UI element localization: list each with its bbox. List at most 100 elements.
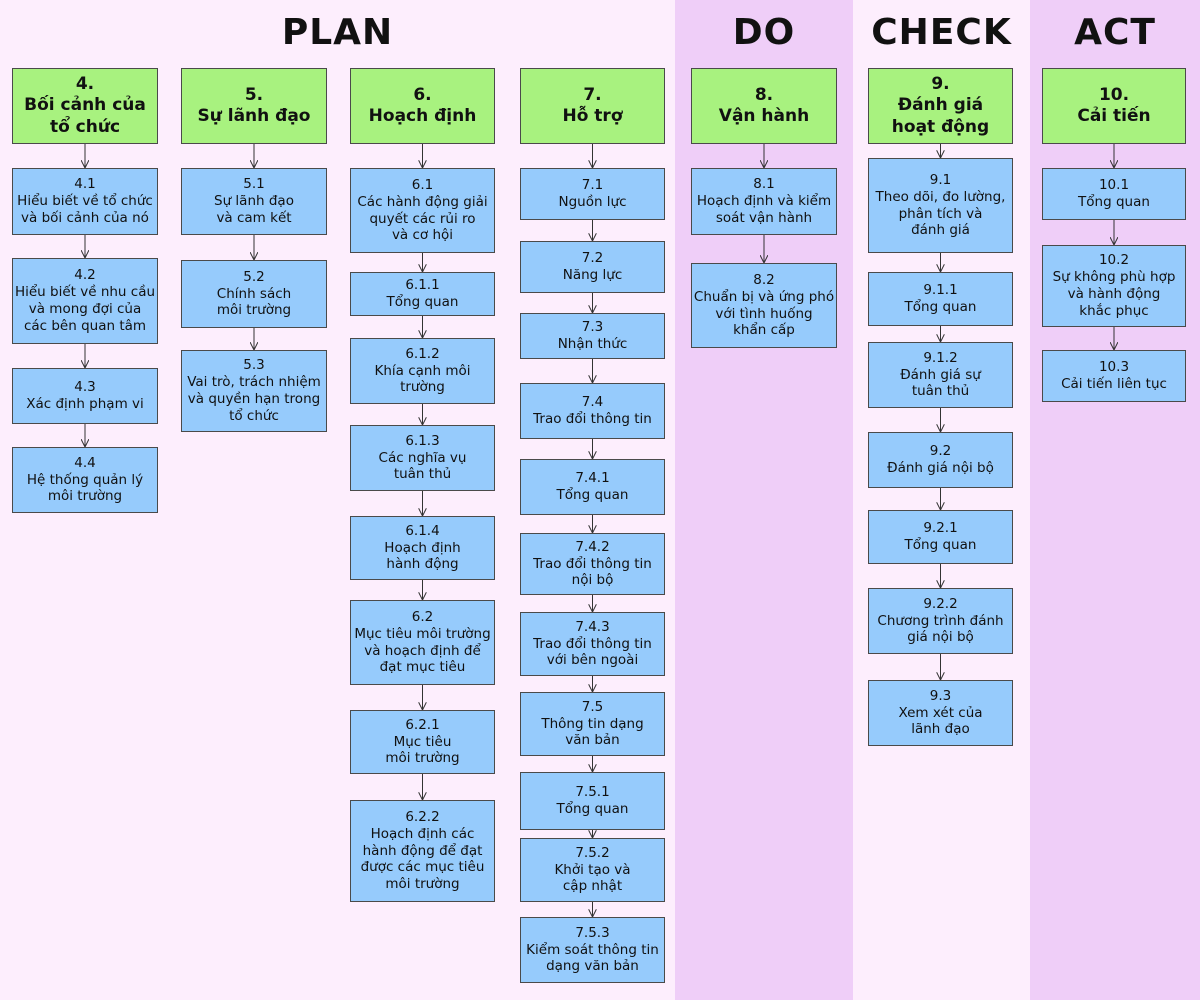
subclause-text: Đánh giá nội bộ <box>887 460 994 476</box>
subclause-text: Tổng quan <box>556 801 629 817</box>
subclause-number: 7.4.3 <box>575 618 610 635</box>
clause-title: Sự lãnh đạo <box>197 106 311 126</box>
subclause-number: 8.1 <box>753 176 775 193</box>
subclause-number: 6.1.1 <box>405 277 440 294</box>
clause-title: Hỗ trợ <box>562 106 623 126</box>
subclause-number: 7.5.2 <box>575 844 610 861</box>
subclause-number: 7.3 <box>581 319 604 336</box>
clause-number: 6. <box>413 84 432 105</box>
clause-number: 4. <box>75 74 95 95</box>
subclause-number: 9.2 <box>929 443 952 460</box>
subclause-text: Theo dõi, đo lường, phân tích và đánh gi… <box>875 188 1006 239</box>
clause-title: Bối cảnh của tổ chức <box>24 95 146 137</box>
subclause-text: Các hành động giải quyết các rủi ro và c… <box>357 193 488 244</box>
subclause-number: 7.4.1 <box>575 470 610 487</box>
subclause-text: Vai trò, trách nhiệm và quyền hạn trong … <box>187 374 321 424</box>
subclause-text: Trao đổi thông tin <box>533 411 652 427</box>
subclause-number: 9.3 <box>929 687 952 704</box>
subclause-number: 5.1 <box>243 176 265 193</box>
subclause-number: 8.2 <box>753 271 775 288</box>
clause-header: 5.Sự lãnh đạo <box>181 68 327 144</box>
subclause-number: 4.2 <box>74 267 96 284</box>
subclause-text: Chính sách môi trường <box>216 285 292 319</box>
subclause-text: Chuẩn bị và ứng phó với tình huống khẩn … <box>693 288 835 339</box>
clause-header: 4.Bối cảnh của tổ chức <box>12 68 158 144</box>
subclause-number: 5.2 <box>243 268 265 285</box>
subclause-number: 6.1.4 <box>405 522 440 539</box>
subclause-text: Trao đổi thông tin với bên ngoài <box>533 635 652 669</box>
subclause-text: Mục tiêu môi trường và hoạch định để đạt… <box>354 625 491 676</box>
plan-title: PLAN <box>281 12 394 53</box>
subclause-number: 7.4 <box>581 394 604 411</box>
clause-title: Đánh giá hoạt động <box>891 95 990 137</box>
subclause-text: Chương trình đánh giá nội bộ <box>877 612 1004 646</box>
subclause-number: 6.2.1 <box>405 716 440 733</box>
subclause-text: Hoạch định hành động <box>384 539 461 573</box>
subclause-number: 4.1 <box>74 176 96 193</box>
clause-title: Vận hành <box>718 106 810 126</box>
subclause-number: 9.2.1 <box>923 520 958 537</box>
subclause-number: 7.5 <box>581 698 604 715</box>
subclause-number: 7.1 <box>581 177 604 194</box>
subclause-text: Tổng quan <box>904 537 977 553</box>
subclause-number: 10.1 <box>1098 177 1130 194</box>
check-title: CHECK <box>871 12 1012 53</box>
subclause-number: 7.2 <box>581 250 604 267</box>
subclause-text: Hoạch định và kiểm soát vận hành <box>696 193 832 226</box>
subclause-text: Khía cạnh môi trường <box>374 362 471 396</box>
subclause-number: 10.3 <box>1098 359 1130 376</box>
subclause-number: 9.1.2 <box>923 349 958 366</box>
subclause-number: 6.2 <box>411 608 434 625</box>
subclause-text: Xem xét của lãnh đạo <box>898 704 983 738</box>
subclause-text: Sự lãnh đạo và cam kết <box>214 193 294 226</box>
subclause-text: Năng lực <box>562 267 623 283</box>
subclause-text: Nguồn lực <box>558 194 627 210</box>
subclause-number: 5.3 <box>243 357 265 374</box>
subclause-number: 7.4.2 <box>575 538 610 555</box>
clause-header: 10.Cải tiến <box>1042 68 1186 144</box>
subclause-text: Thông tin dạng văn bản <box>541 715 644 749</box>
clause-header: 7.Hỗ trợ <box>520 68 665 144</box>
subclause-text: Nhận thức <box>557 336 628 352</box>
subclause-text: Tổng quan <box>1078 194 1150 210</box>
subclause-number: 9.2.2 <box>923 595 958 612</box>
subclause-number: 9.1 <box>929 171 952 188</box>
do-title: DO <box>732 12 796 53</box>
subclause-number: 6.1.3 <box>405 432 440 449</box>
clause-header: 9.Đánh giá hoạt động <box>868 68 1013 144</box>
clause-number: 5. <box>244 84 264 105</box>
subclause-text: Mục tiêu môi trường <box>385 733 460 767</box>
subclause-text: Trao đổi thông tin nội bộ <box>533 555 652 589</box>
subclause-text: Tổng quan <box>904 299 977 315</box>
subclause-number: 4.3 <box>74 379 96 396</box>
clause-title: Hoạch định <box>368 106 477 126</box>
